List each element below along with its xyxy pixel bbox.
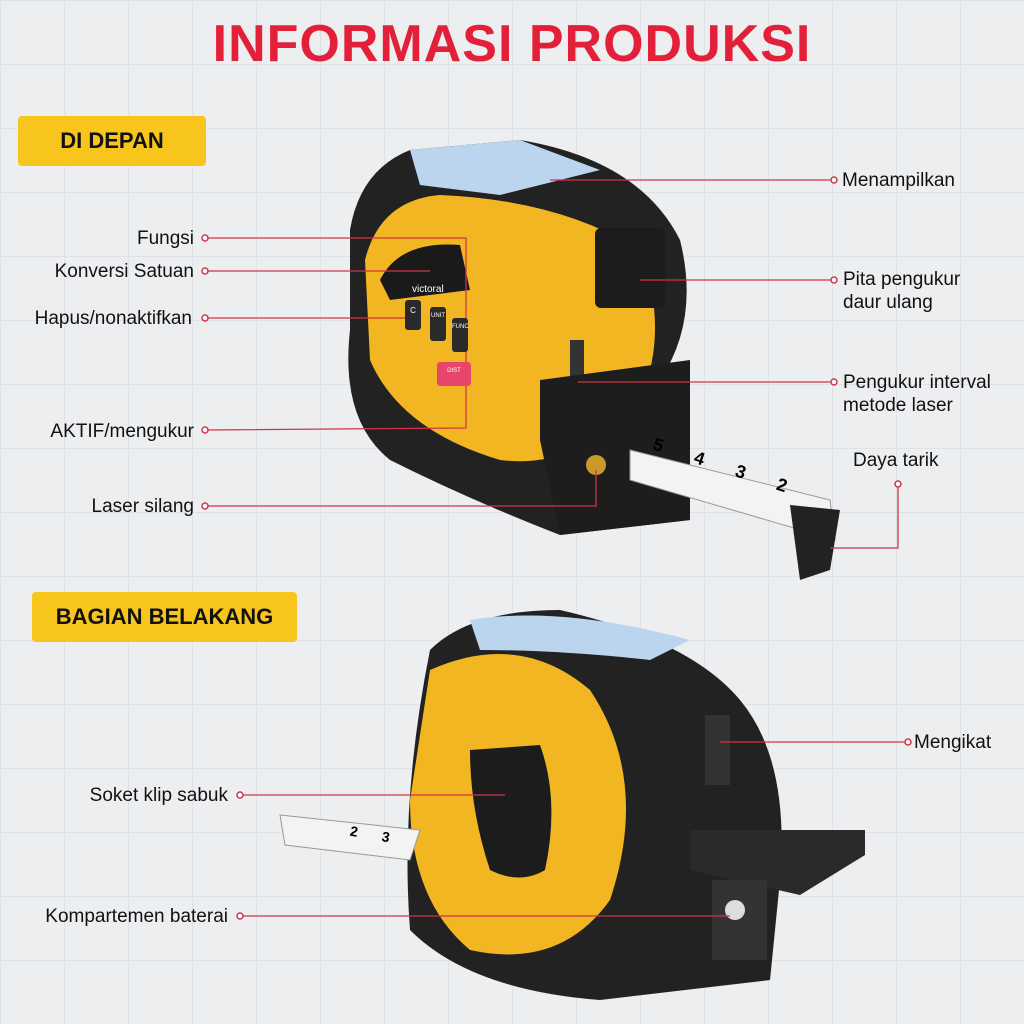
label-konversi-satuan: Konversi Satuan — [54, 261, 194, 282]
label-hapus: Hapus/nonaktifkan — [34, 308, 192, 329]
callout-dots — [201, 176, 912, 920]
label-menampilkan: Menampilkan — [842, 170, 955, 191]
section-tag-back: BAGIAN BELAKANG — [32, 592, 297, 642]
label-daya-tarik: Daya tarik — [853, 450, 939, 471]
dist-button[interactable]: DIST — [437, 362, 471, 386]
label-aktif: AKTIF/mengukur — [50, 421, 194, 442]
section-tag-front: DI DEPAN — [18, 116, 206, 166]
page-title: INFORMASI PRODUKSI — [212, 15, 812, 73]
label-soket-klip: Soket klip sabuk — [89, 785, 228, 806]
label-kompartemen-baterai: Kompartemen baterai — [45, 906, 228, 927]
label-mengikat: Mengikat — [914, 732, 992, 753]
label-pita-1: Pita pengukur — [843, 269, 961, 290]
clear-button[interactable]: C — [405, 300, 421, 330]
back-device — [279, 610, 865, 1000]
label-pita-2: daur ulang — [843, 292, 933, 313]
front-device — [348, 140, 840, 580]
brand-logo: victoral — [412, 284, 444, 295]
label-interval-2: metode laser — [843, 395, 953, 416]
unit-button[interactable]: UNIT — [430, 307, 446, 341]
func-button[interactable]: FUNC — [452, 318, 469, 352]
label-fungsi: Fungsi — [136, 228, 194, 249]
label-interval-1: Pengukur interval — [843, 372, 991, 393]
label-laser-silang: Laser silang — [91, 496, 194, 517]
